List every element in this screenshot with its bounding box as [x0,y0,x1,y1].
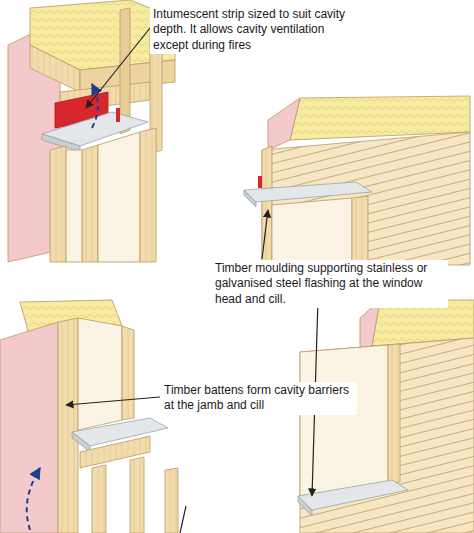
callout-text: Intumescent strip sized to suit cavity d… [150,6,350,54]
cill-detail-inside [0,300,178,533]
head-detail-outside [244,96,470,265]
cill-detail-outside [298,300,474,533]
callout-text: Timber moulding supporting stainless or … [212,260,448,308]
callout-text: Timber battens form cavity barriers at t… [161,382,357,415]
